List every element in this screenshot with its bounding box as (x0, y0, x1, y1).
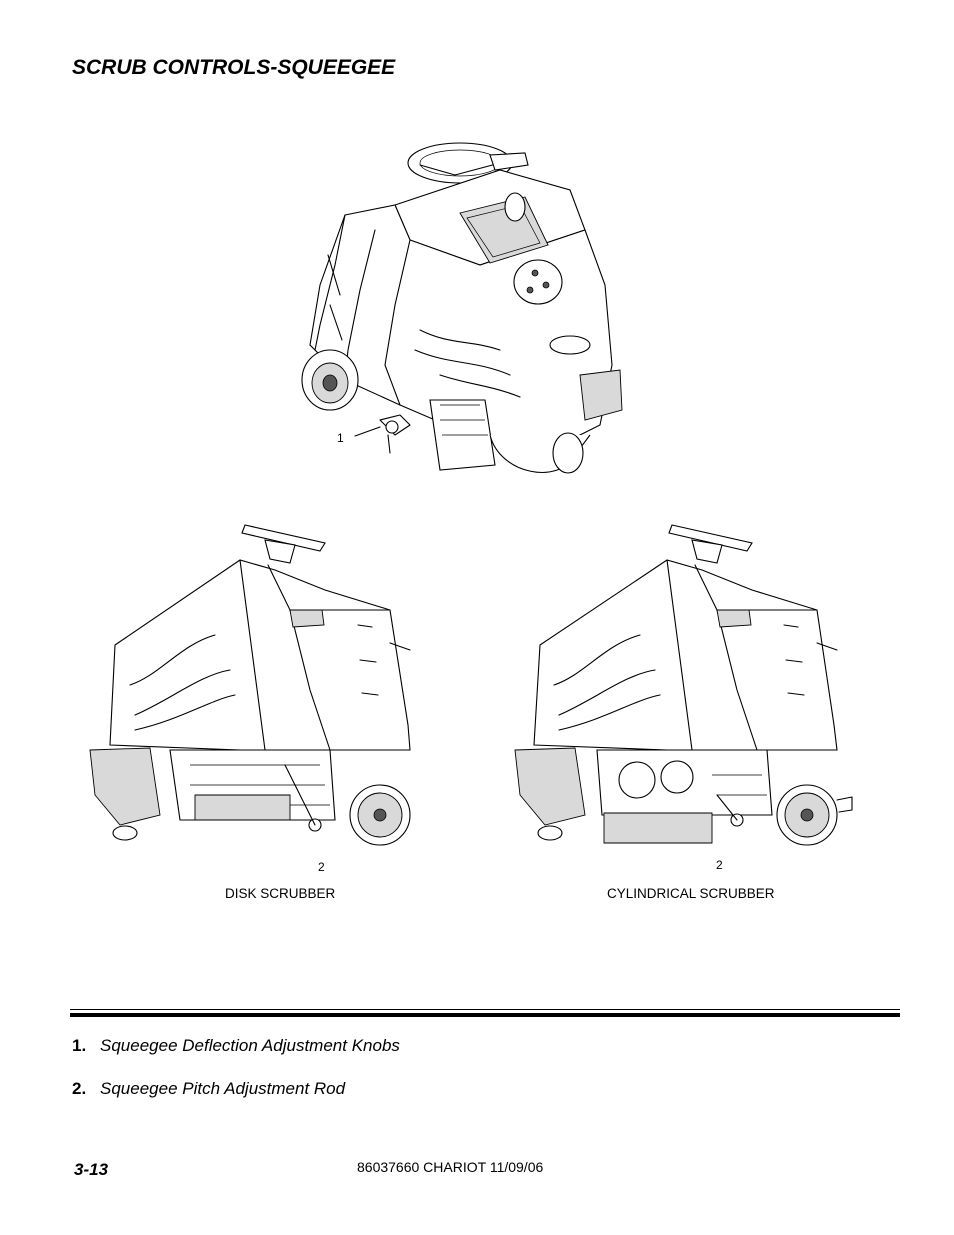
isometric-machine-illustration (301, 142, 623, 474)
legend-text: Squeegee Pitch Adjustment Rod (100, 1079, 346, 1098)
cylindrical-scrubber-caption: CYLINDRICAL SCRUBBER (607, 886, 775, 901)
callout-2-cylindrical-label: 2 (716, 858, 723, 872)
legend-number: 1. (72, 1036, 87, 1055)
divider-thick (70, 1013, 900, 1017)
disk-scrubber-illustration (89, 524, 411, 846)
legend-text: Squeegee Deflection Adjustment Knobs (100, 1036, 400, 1055)
legend-item-2: 2. Squeegee Pitch Adjustment Rod (72, 1079, 345, 1099)
callout-2-disk-label: 2 (318, 860, 325, 874)
legend-number: 2. (72, 1079, 87, 1098)
disk-scrubber-caption: DISK SCRUBBER (225, 886, 336, 901)
cylindrical-scrubber-illustration (514, 524, 853, 846)
callout-1-label: 1 (337, 431, 344, 445)
legend-item-1: 1. Squeegee Deflection Adjustment Knobs (72, 1036, 400, 1056)
divider-thin (70, 1009, 900, 1010)
document-info: 86037660 CHARIOT 11/09/06 (357, 1159, 544, 1175)
page-number: 3-13 (74, 1160, 109, 1179)
page-title: SCRUB CONTROLS-SQUEEGEE (72, 56, 396, 79)
